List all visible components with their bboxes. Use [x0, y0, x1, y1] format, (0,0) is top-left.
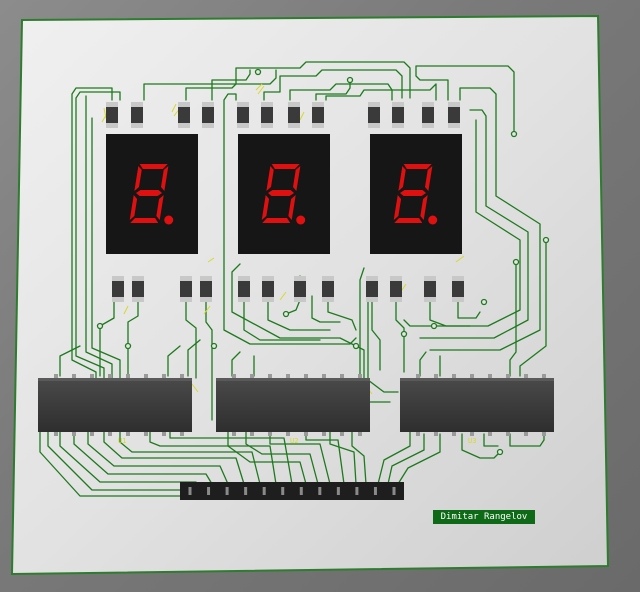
resistor-icon	[390, 276, 402, 302]
header-pin	[336, 487, 340, 495]
segment-a	[403, 164, 432, 169]
resistor-icon	[112, 276, 124, 302]
header-pin	[392, 487, 396, 495]
segment-e	[393, 195, 402, 220]
segment-g	[400, 190, 427, 196]
designer-label: Dimitar Rangelov	[433, 510, 535, 524]
resistor-icon	[261, 102, 273, 128]
resistor-icon	[237, 102, 249, 128]
resistor-icon	[452, 276, 464, 302]
resistor-icon	[422, 102, 434, 128]
segment-c	[420, 195, 428, 220]
resistor-icon	[132, 276, 144, 302]
copper-traces	[39, 61, 547, 497]
header-pin	[225, 487, 229, 495]
header-pin	[281, 487, 285, 495]
ic-chip-icon	[216, 374, 370, 436]
pin-header-icon	[180, 482, 404, 500]
segment-dp	[296, 215, 306, 225]
header-pin	[207, 487, 211, 495]
segment-b	[293, 166, 301, 191]
vias	[96, 68, 550, 456]
segment-d	[130, 218, 159, 223]
resistor-icon	[178, 102, 190, 128]
ic-group	[38, 374, 554, 436]
resistor-icon	[322, 276, 334, 302]
resistor-icon	[262, 276, 274, 302]
header-pin	[318, 487, 322, 495]
display-group	[106, 134, 462, 254]
segment-d	[394, 218, 423, 223]
segment-c	[288, 195, 296, 220]
segment-f	[134, 166, 142, 191]
resistor-icon	[424, 276, 436, 302]
segment-b	[161, 166, 169, 191]
header-pin	[355, 487, 359, 495]
header-pin	[373, 487, 377, 495]
header-pin	[188, 487, 192, 495]
resistor-icon	[180, 276, 192, 302]
resistor-icon	[200, 276, 212, 302]
segment-d	[262, 218, 291, 223]
seven-segment-display-icon	[370, 134, 462, 254]
resistor-icon	[131, 102, 143, 128]
resistor-icon	[392, 102, 404, 128]
resistor-icon	[202, 102, 214, 128]
resistor-icon	[366, 276, 378, 302]
svg-text:U3: U3	[468, 437, 476, 445]
segment-g	[268, 190, 295, 196]
ic-chip-icon	[400, 374, 554, 436]
segment-e	[129, 195, 138, 220]
pin-header-connector	[180, 482, 404, 500]
segment-g	[136, 190, 163, 196]
ic-chip-icon	[38, 374, 192, 436]
svg-text:U1: U1	[118, 437, 126, 445]
seven-segment-display-icon	[238, 134, 330, 254]
seven-segment-display-icon	[106, 134, 198, 254]
segment-e	[261, 195, 270, 220]
segment-a	[271, 164, 300, 169]
segment-a	[139, 164, 168, 169]
header-pin	[262, 487, 266, 495]
resistor-group	[106, 102, 464, 302]
segment-b	[425, 166, 433, 191]
resistor-icon	[448, 102, 460, 128]
segment-f	[266, 166, 274, 191]
resistor-icon	[106, 102, 118, 128]
resistor-icon	[312, 102, 324, 128]
header-pin	[299, 487, 303, 495]
segment-f	[398, 166, 406, 191]
segment-dp	[428, 215, 438, 225]
header-pin	[244, 487, 248, 495]
segment-dp	[164, 215, 174, 225]
svg-text:U2: U2	[290, 437, 298, 445]
resistor-icon	[368, 102, 380, 128]
segment-c	[156, 195, 164, 220]
resistor-icon	[238, 276, 250, 302]
ic-silkscreen: U1 U2 U3	[118, 437, 476, 445]
resistor-icon	[288, 102, 300, 128]
resistor-icon	[294, 276, 306, 302]
